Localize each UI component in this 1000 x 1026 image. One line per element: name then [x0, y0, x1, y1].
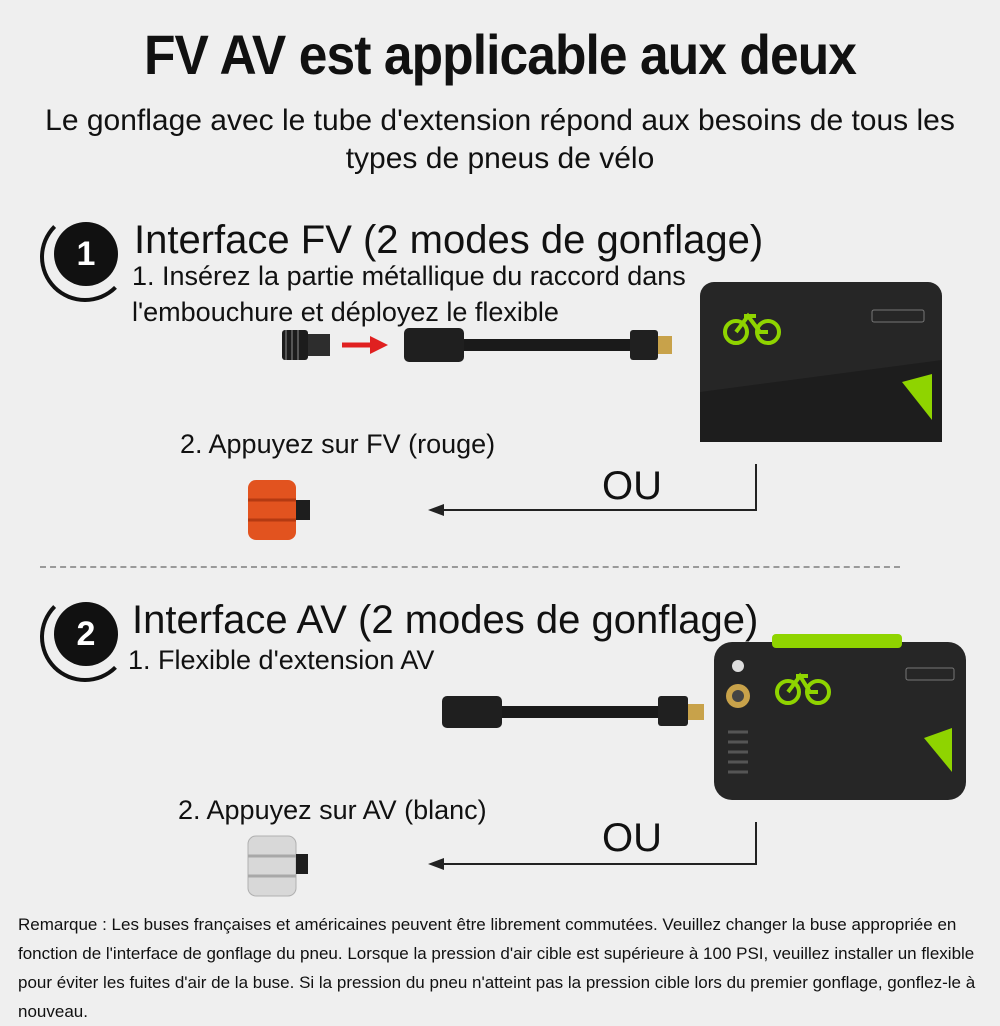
- section-2-step-1: 1. Flexible d'extension AV: [128, 645, 435, 675]
- pump-button-icon: [924, 728, 952, 772]
- page-title: FV AV est applicable aux deux: [143, 23, 857, 86]
- remark-note: Remarque : Les buses françaises et améri…: [18, 915, 976, 1021]
- bicycle-icon: [723, 312, 781, 345]
- section-divider: [40, 566, 900, 568]
- step-1-ring: [40, 212, 130, 302]
- step-1-badge: 1: [54, 222, 118, 286]
- red-arrow-icon: [342, 336, 388, 354]
- fv-adapter-icon: [282, 330, 330, 360]
- section-1-step-2: 2. Appuyez sur FV (rouge): [180, 429, 496, 459]
- return-arrow-1: [428, 464, 757, 516]
- return-arrow-2: [428, 822, 757, 870]
- page-subtitle: Le gonflage avec le tube d'extension rép…: [45, 104, 955, 175]
- bicycle-icon: [775, 672, 831, 705]
- fv-hose-illustration: [282, 328, 672, 362]
- air-pump-device-2: [714, 634, 966, 800]
- fv-extension-hose-icon: [404, 328, 672, 362]
- section-1-step-1: 1. Insérez la partie métallique du racco…: [132, 261, 686, 327]
- section-2-or: OU: [602, 816, 662, 860]
- section-1-heading: Interface FV (2 modes de gonflage): [134, 218, 764, 262]
- step-2-badge: 2: [54, 602, 118, 666]
- av-white-nozzle-icon: [247, 835, 308, 897]
- air-pump-device-1: [700, 282, 942, 442]
- section-2-heading: Interface AV (2 modes de gonflage): [132, 598, 759, 642]
- section-1-or: OU: [602, 464, 662, 508]
- step-2-ring: [40, 592, 130, 682]
- section-2-step-2: 2. Appuyez sur AV (blanc): [178, 795, 487, 825]
- av-extension-hose-icon: [442, 696, 704, 728]
- fv-red-nozzle-icon: [248, 480, 310, 540]
- pump-button-icon: [902, 374, 932, 420]
